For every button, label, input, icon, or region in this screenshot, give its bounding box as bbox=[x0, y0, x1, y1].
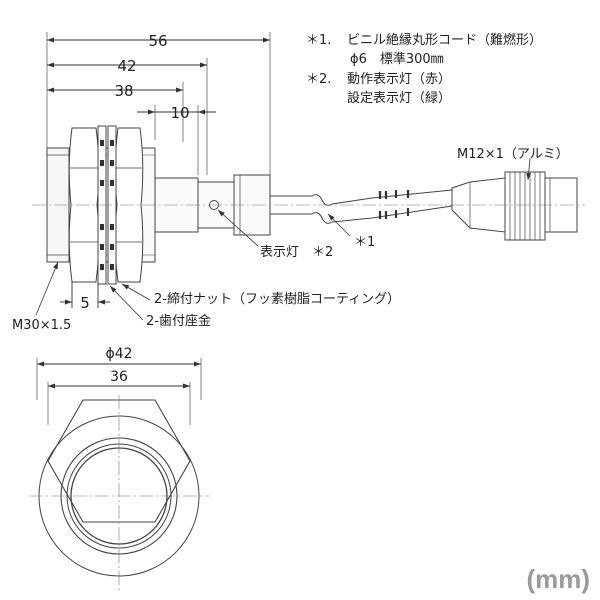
nut-label: 2-締付ナット（フッ素樹脂コーティング） bbox=[154, 291, 400, 307]
dim-diameter-across: ϕ42 bbox=[105, 346, 132, 362]
washer-label: 2-歯付座金 bbox=[146, 313, 211, 329]
washer-teeth bbox=[100, 140, 114, 270]
dim-cable-clearance: 10 bbox=[170, 104, 189, 122]
text-labels: 56 42 38 10 5 ϕ42 36 ＊1. ビニル絶縁丸形コード（難燃形）… bbox=[12, 32, 590, 594]
dim-overall: 56 bbox=[148, 32, 167, 50]
note-2-line2: 設定表示灯（緑） bbox=[347, 90, 451, 106]
note-2-line1: 動作表示灯（赤） bbox=[347, 72, 451, 87]
indicator-label: 表示灯 bbox=[260, 245, 299, 260]
connector-label: M12×1（アルミ） bbox=[457, 147, 569, 162]
cable-bands bbox=[378, 190, 410, 219]
side-view bbox=[32, 32, 585, 285]
cable-ref: ＊1 bbox=[354, 235, 375, 250]
dim-thread: 38 bbox=[114, 82, 133, 100]
note-1-marker: ＊1. bbox=[306, 33, 331, 48]
unit-label: (mm) bbox=[526, 564, 590, 594]
note-2-marker: ＊2. bbox=[306, 72, 331, 87]
note-1-line2: ϕ6 標準300㎜ bbox=[350, 51, 444, 67]
note-1-line1: ビニル絶縁丸形コード（難燃形） bbox=[347, 32, 542, 48]
hex-nut-outline bbox=[47, 399, 191, 523]
cable bbox=[270, 189, 453, 206]
leader-lines bbox=[35, 157, 532, 321]
extension-lines bbox=[46, 32, 271, 175]
dim-nut-thickness: 5 bbox=[80, 294, 90, 312]
thread-size-label: M30×1.5 bbox=[12, 318, 71, 333]
knurl-lines bbox=[509, 172, 541, 240]
dim-diameter-inner: 36 bbox=[110, 369, 128, 385]
dim-body: 42 bbox=[117, 57, 136, 75]
dimension-lines bbox=[47, 37, 270, 308]
indicator-ref: ＊2 bbox=[312, 245, 333, 260]
front-view bbox=[29, 358, 209, 590]
